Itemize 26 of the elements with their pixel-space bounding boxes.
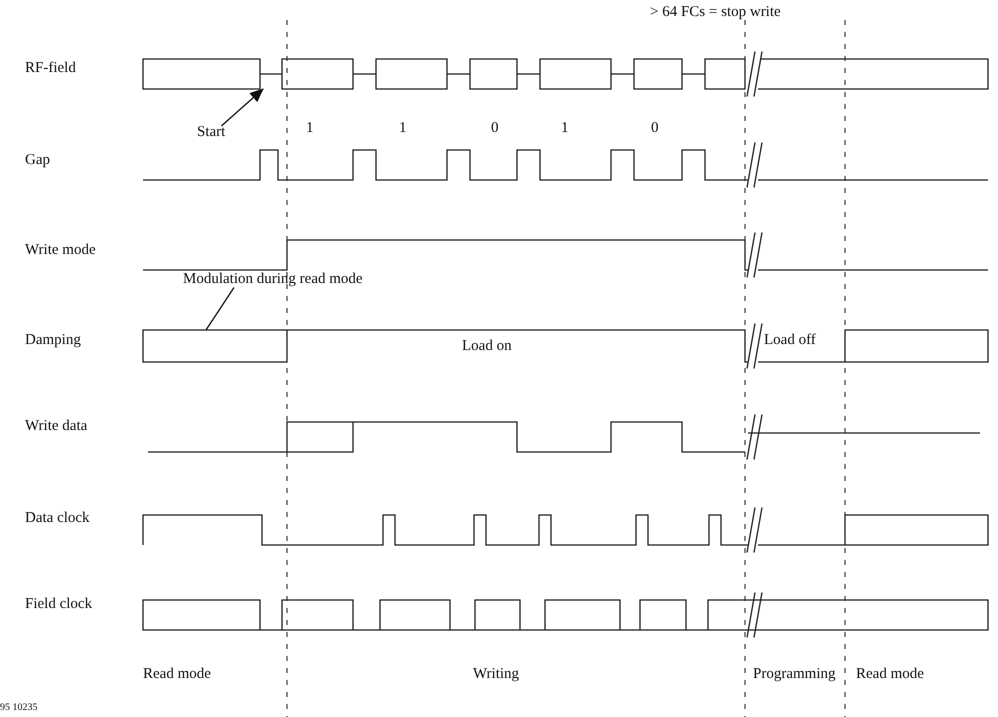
leader-arrow [220,88,264,126]
signal-name: Write mode [25,242,96,258]
bit-value: 0 [651,120,658,136]
phase-label: Read mode [856,666,924,682]
signal-name: Data clock [25,510,90,526]
signal-name: RF-field [25,60,76,76]
phase-label: Writing [473,666,520,682]
bit-value: 0 [491,120,498,136]
signal-name: Damping [25,332,81,348]
annotation-text: > 64 FCs = stop write [650,4,781,20]
state-label: Load off [764,332,816,348]
damping-waveform [142,329,989,363]
state-label: Load on [462,338,512,354]
bit-value: 1 [399,120,406,136]
phase-label: Read mode [143,666,211,682]
signal-name: Field clock [25,596,92,612]
leader-line [205,287,235,330]
figure-number: 95 10235 [0,702,38,713]
callout-text: Start [197,124,226,140]
signal-name: Write data [25,418,88,434]
phase-label: Programming [753,666,836,682]
signal-name: Gap [25,152,50,168]
rf-field-waveform [142,58,989,90]
bit-value: 1 [306,120,314,136]
bit-value: 1 [561,120,568,136]
callout-text: Modulation during read mode [183,271,363,288]
